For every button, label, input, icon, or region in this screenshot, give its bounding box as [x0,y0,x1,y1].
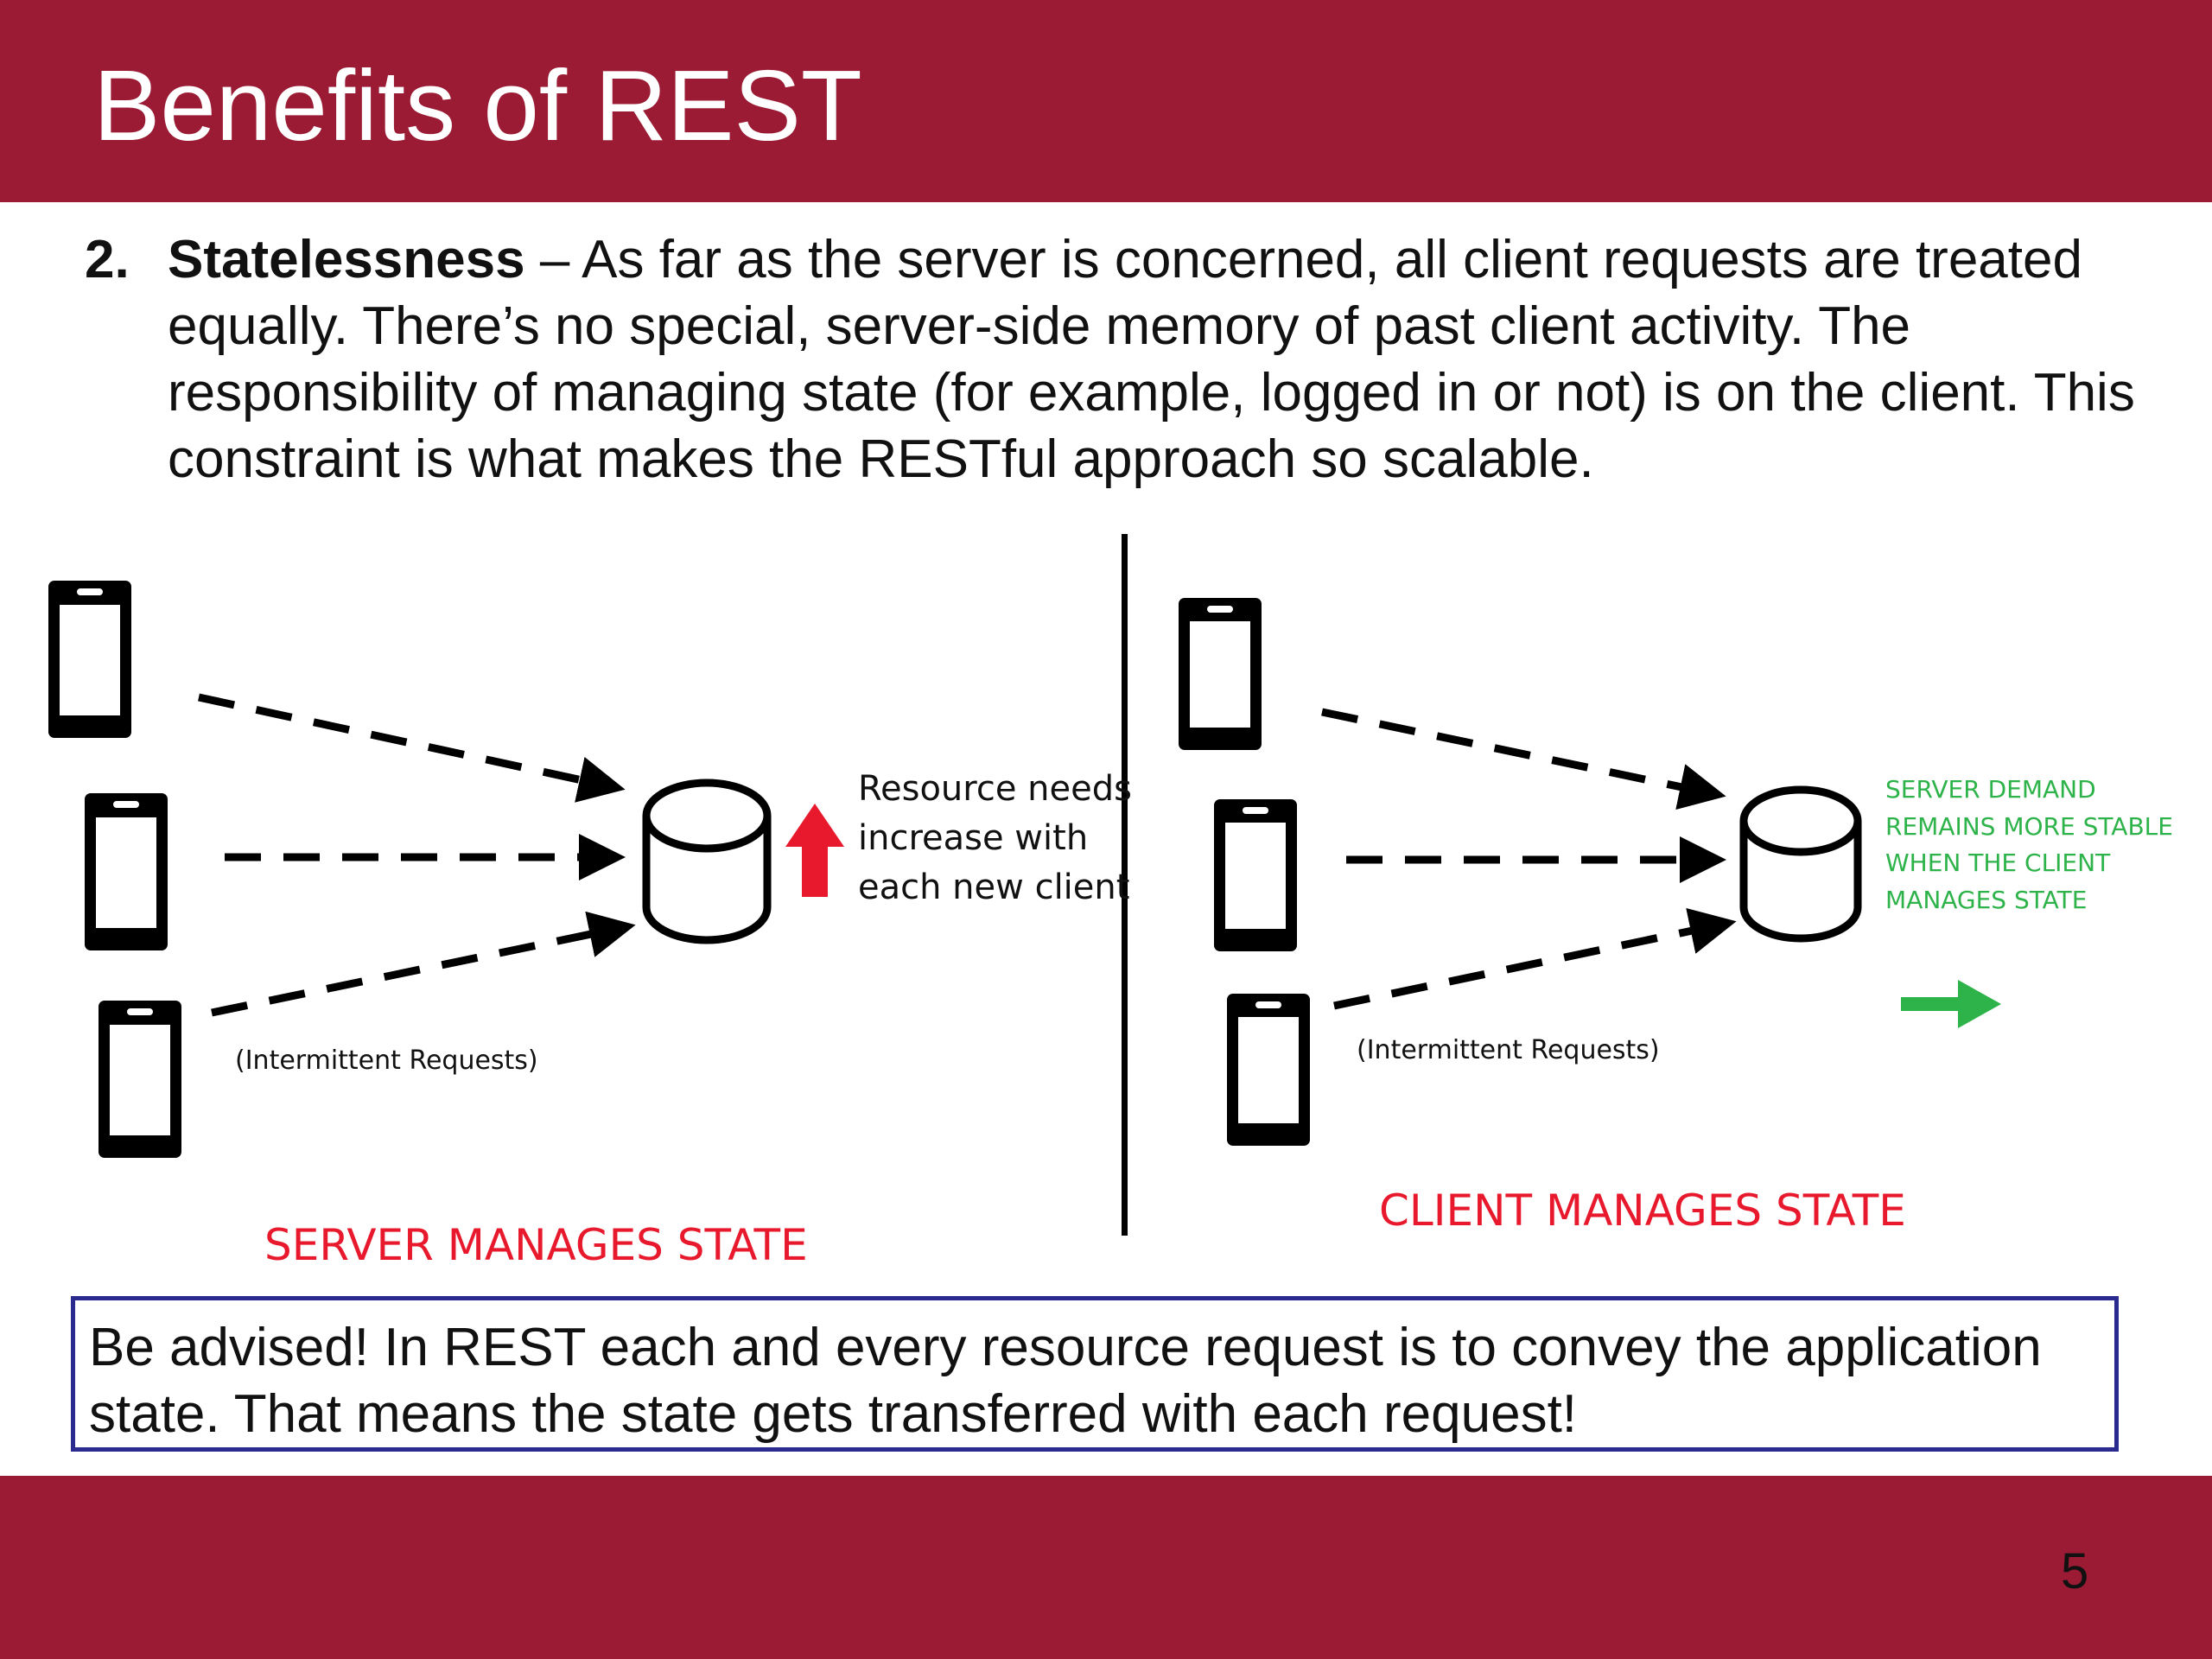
statelessness-point: 2. Statelessness – As far as the server … [85,226,2158,493]
request-arrow [198,693,626,803]
phone-icon [99,1001,181,1158]
intermittent-requests-label: (Intermittent Requests) [1357,1035,1660,1065]
request-arrow [1333,907,1737,1010]
diagram-divider [1122,534,1128,1236]
server-demand-note: SERVER DEMAND REMAINS MORE STABLE WHEN T… [1885,775,2173,914]
advisory-box: Be advised! In REST each and every resou… [71,1296,2119,1452]
point-term: Statelessness [168,230,525,289]
phone-icon [1227,994,1310,1146]
request-arrow [1321,708,1726,810]
server-database-icon [1739,785,1862,943]
intermittent-requests-label: (Intermittent Requests) [235,1046,538,1076]
phone-icon [1179,598,1262,750]
point-text: – As far as the server is concerned, all… [168,230,2135,489]
point-number: 2. [85,230,130,289]
slide-title: Benefits of REST [93,49,862,162]
phone-icon [48,581,131,738]
server-manages-state-label: SERVER MANAGES STATE [264,1220,808,1270]
phone-icon [85,793,168,950]
client-manages-state-label: CLIENT MANAGES STATE [1379,1185,1906,1236]
request-arrow [211,911,636,1017]
point-body: Statelessness – As far as the server is … [168,226,2158,493]
page-number: 5 [2061,1543,2089,1599]
stable-arrow-icon [1901,980,2001,1028]
resource-note: Resource needs increase with each new cl… [858,769,1132,907]
title-bar [0,0,2212,202]
server-database-icon [642,779,772,944]
advisory-text: Be advised! In REST each and every resou… [89,1318,2042,1444]
increase-arrow-icon [785,804,844,897]
phone-icon [1214,799,1297,951]
footer-bar [0,1476,2212,1659]
statelessness-diagram [48,581,2001,1158]
